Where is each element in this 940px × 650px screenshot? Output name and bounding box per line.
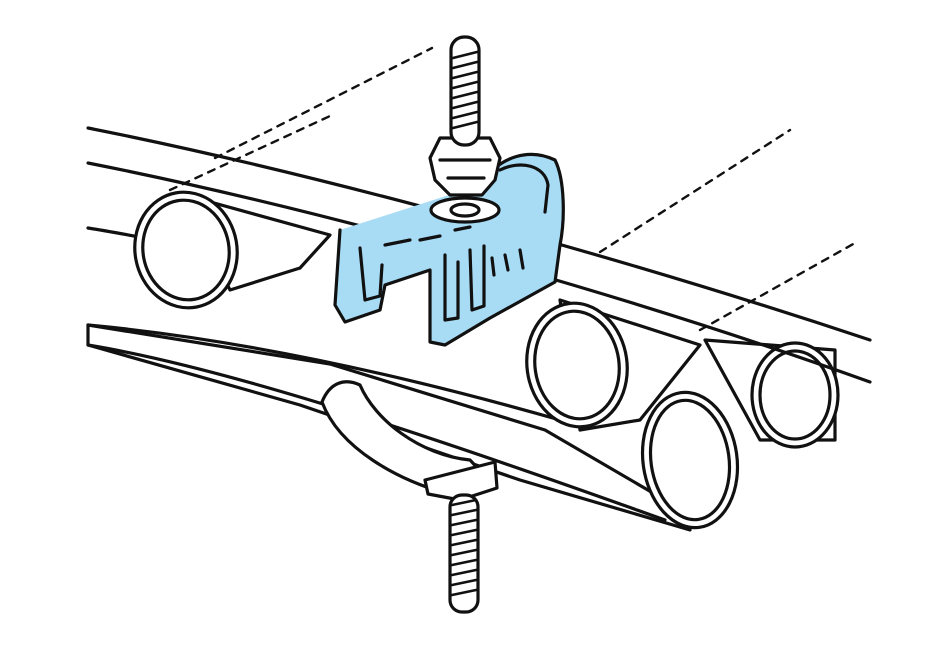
bracket-hatch [383, 225, 525, 277]
washer [429, 196, 501, 224]
clamp-bracket [333, 152, 565, 347]
nut-face [438, 158, 492, 180]
threaded-rod-bottom [448, 493, 480, 614]
threaded-rod-top [449, 35, 481, 147]
pipe-4 [703, 338, 840, 449]
pipe-3-inner [533, 309, 621, 421]
pipe-1-end [133, 190, 239, 310]
bracket-fill [335, 154, 564, 345]
hidden-line-2 [168, 114, 332, 192]
pipe-4-inner [758, 349, 832, 441]
hidden-line-3 [598, 128, 792, 254]
hidden-line-1 [213, 46, 434, 160]
bracket-outline [333, 152, 565, 347]
pipe-2-end-outer [640, 390, 740, 530]
bracket-slot-right-2 [468, 244, 486, 312]
pipe-2-top-edge [86, 323, 562, 422]
rod-top-threads [451, 50, 479, 130]
pipe-2-end-inner [648, 398, 732, 522]
saddle-body [320, 380, 483, 495]
pipe-3 [525, 298, 702, 432]
bracket-slot-right-1 [443, 253, 460, 322]
nut-assembly [428, 136, 502, 224]
pipe-2-end [640, 390, 740, 530]
pipe-4-end [750, 341, 840, 449]
pipe-3-end [525, 301, 629, 429]
bracket-top-slot [498, 163, 550, 214]
pipe-1-inner [141, 198, 231, 302]
saddle-boss [423, 460, 499, 502]
hidden-lines [168, 46, 857, 332]
washer-hole [449, 202, 481, 218]
pipe-1 [133, 190, 332, 310]
rod-bottom-threads [450, 498, 478, 597]
hidden-line-4 [698, 241, 857, 332]
saddle-cradle [320, 380, 499, 502]
bracket-slot-left [358, 246, 384, 302]
